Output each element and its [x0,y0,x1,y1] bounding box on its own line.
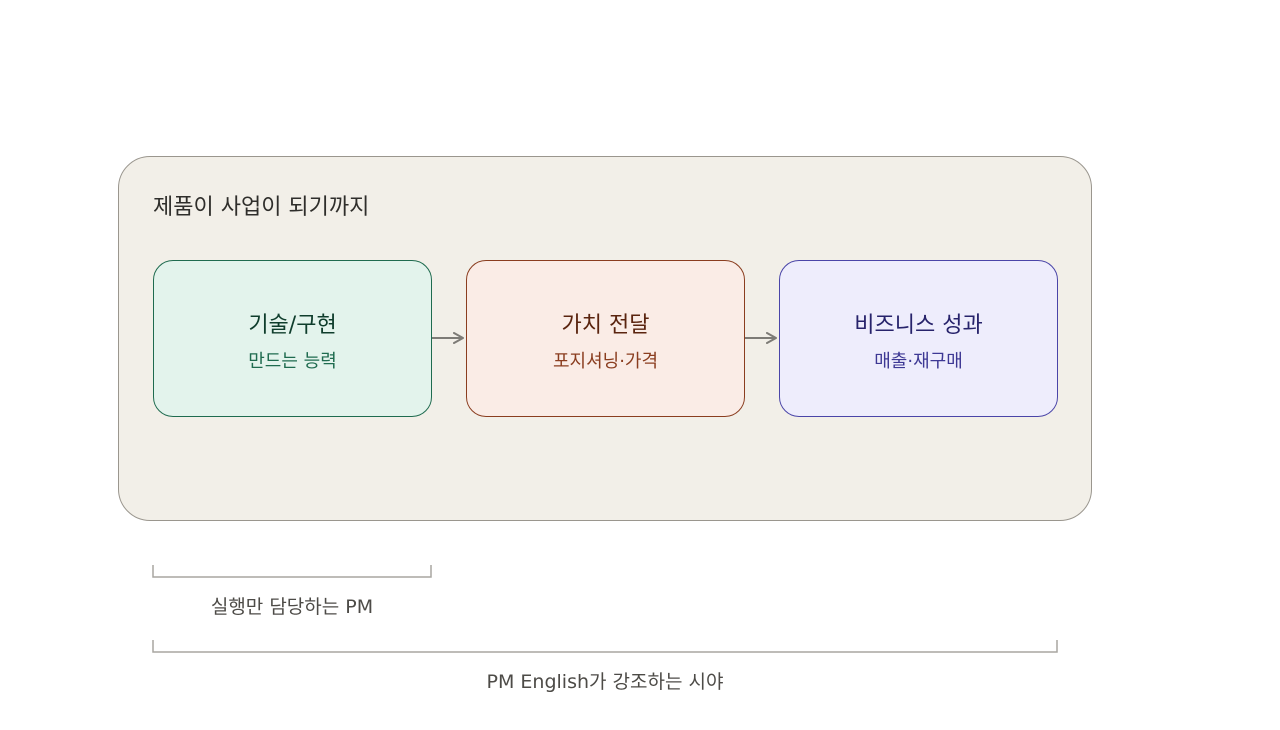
scope-label-vision: PM English가 강조하는 시야 [486,671,724,693]
scope-bracket-execution [152,565,432,578]
scope-label-execution: 실행만 담당하는 PM [210,596,374,618]
stage-box-tech: 기술/구현 만드는 능력 [153,260,432,417]
stage-title: 비즈니스 성과 [854,313,983,338]
stage-subtitle: 매출·재구매 [874,351,963,372]
scope-bracket-vision [152,640,1058,653]
stage-box-value: 가치 전달 포지셔닝·가격 [466,260,745,417]
stage-title: 가치 전달 [561,313,650,338]
frame-title: 제품이 사업이 되기까지 [153,195,370,220]
stage-box-business: 비즈니스 성과 매출·재구매 [779,260,1058,417]
stage-title: 기술/구현 [248,313,337,338]
stage-subtitle: 만드는 능력 [248,351,337,372]
stage-subtitle: 포지셔닝·가격 [552,351,659,372]
